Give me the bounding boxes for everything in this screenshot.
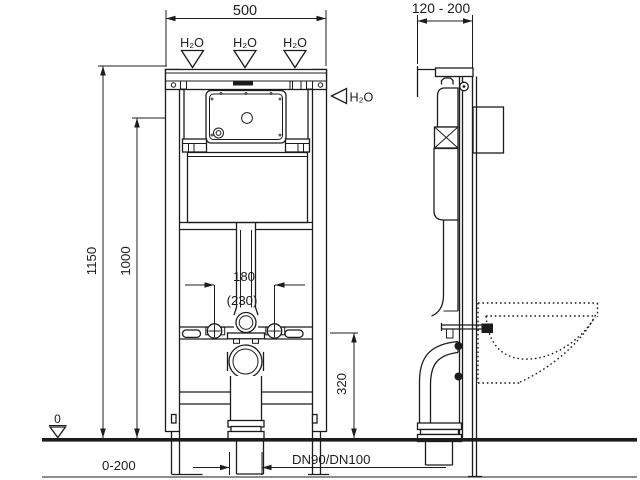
front-top-rail — [164, 68, 328, 91]
dimension-bolt-spacing-180: 180 (230) — [185, 269, 305, 325]
dimension-floor-range: 0-200 — [102, 458, 136, 473]
wall-bracket — [472, 106, 505, 154]
wc-bowl-outline — [477, 302, 599, 384]
dimension-depth-120-200: 120 - 200 — [412, 1, 473, 68]
inspection-panel — [205, 89, 287, 144]
dim-bolt-spacing-alt-label: (230) — [227, 293, 258, 308]
water-connection-side: H₂O — [330, 87, 374, 105]
water-label-3: H₂O — [283, 36, 307, 50]
drain-bend-front — [226, 344, 265, 379]
flush-pipe-front — [233, 222, 259, 316]
side-cistern — [433, 87, 459, 221]
dimension-height-1150: 1150 — [84, 65, 167, 438]
dim-total-height-label: 1150 — [84, 247, 99, 275]
fixing-slot-left — [181, 329, 202, 339]
front-left-post — [164, 68, 181, 433]
water-triangle-side — [330, 87, 348, 105]
hanger-bolt-head — [481, 323, 493, 333]
dimension-outlet-height-320: 320 — [330, 332, 358, 438]
side-drain-bend — [416, 340, 463, 466]
front-frame — [164, 68, 328, 433]
drain-pipe-front — [227, 376, 265, 475]
rail-bolt-left — [170, 82, 177, 88]
fill-valve-cap — [440, 77, 454, 85]
dimension-height-1000: 1000 — [118, 117, 171, 438]
dim-outlet-height-label: 320 — [334, 373, 349, 395]
water-label-side: H₂O — [350, 91, 374, 105]
front-right-post — [311, 68, 328, 433]
lower-cross-rails — [179, 391, 313, 405]
panel-push-button — [241, 112, 253, 124]
rail-bolt-side-lower — [454, 372, 463, 381]
water-label-2: H₂O — [233, 36, 257, 50]
water-label-1: H₂O — [180, 36, 204, 50]
panel-dial — [213, 127, 224, 139]
water-triangle-3 — [282, 49, 308, 69]
datum-label: 0 — [54, 412, 61, 426]
datum-zero-marker: 0 — [48, 412, 67, 439]
floor-lines — [42, 438, 637, 478]
wc-bolt-right — [265, 323, 286, 339]
dimension-drain-size: DN90/DN100 — [193, 452, 446, 475]
rail-bolt-right — [317, 82, 324, 88]
fixing-slot-right — [284, 329, 304, 339]
mounting-rail — [179, 311, 313, 344]
drain-size-label: DN90/DN100 — [292, 452, 370, 467]
water-triangle-2 — [232, 49, 258, 69]
water-inlet-connector — [289, 80, 302, 90]
side-top-plate — [434, 67, 474, 78]
water-connections-top: H₂O H₂O H₂O — [180, 36, 308, 69]
dim-bolt-spacing-label: 180 — [233, 269, 255, 284]
finished-floor-line — [42, 438, 637, 442]
cistern-access-panel — [183, 89, 309, 153]
flush-rod-slot — [233, 81, 253, 86]
dim-depth-label: 120 - 200 — [412, 1, 471, 16]
dim-width-label: 500 — [233, 3, 257, 19]
cistern-tank — [179, 151, 313, 231]
tank-clamps — [181, 138, 311, 153]
panel-screws — [210, 92, 282, 137]
floor-range-label: 0-200 — [102, 458, 136, 473]
water-triangle-1 — [180, 49, 205, 69]
dim-actuation-height-label: 1000 — [118, 246, 133, 275]
dimension-width-500: 500 — [165, 3, 327, 66]
wc-bolt-left — [205, 323, 226, 339]
